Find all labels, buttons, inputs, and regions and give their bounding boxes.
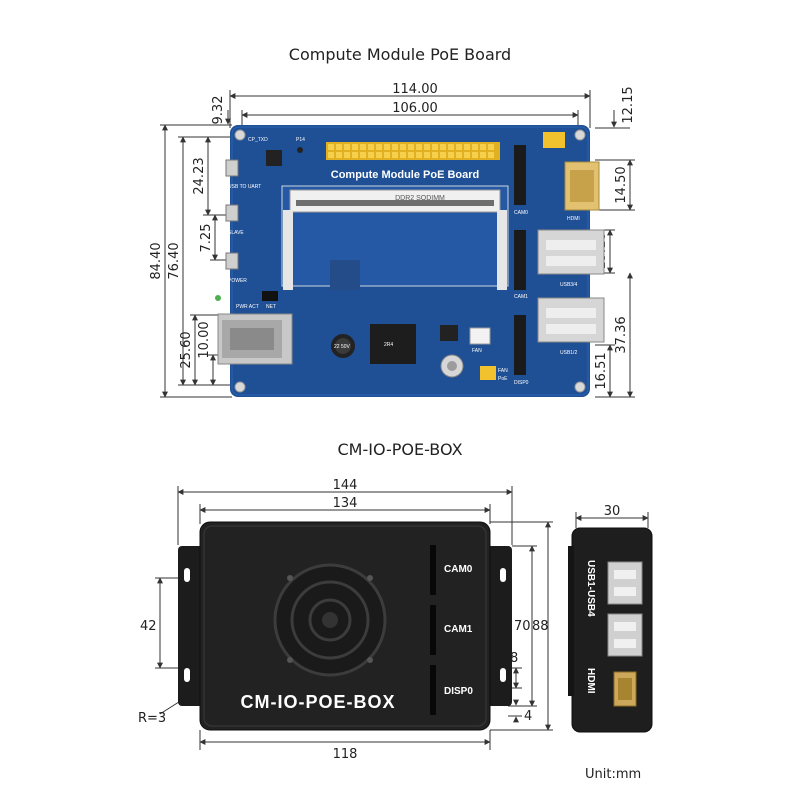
dim-37-36: 37.36	[614, 316, 629, 353]
mount-hole-br	[574, 381, 586, 393]
unit-label: Unit:mm	[585, 767, 641, 782]
box-front	[178, 521, 512, 731]
mount-hole-tl	[234, 129, 246, 141]
mount-hole-bl	[234, 381, 246, 393]
silk-fan: FAN	[472, 348, 482, 354]
dim-8: 8	[510, 651, 518, 666]
board-title: Compute Module PoE Board	[289, 45, 511, 64]
poe-jumper	[480, 366, 496, 380]
cap-2	[440, 354, 464, 378]
ethernet-jack	[217, 313, 293, 365]
box-port-cam1: CAM1	[444, 624, 473, 635]
pcb-board: Compute Module PoE Board CP_TXD P14 DDR2…	[215, 125, 605, 397]
dim-144: 144	[333, 478, 358, 493]
dim-10-00: 10.00	[197, 321, 212, 358]
box-port-cam0: CAM0	[444, 564, 473, 575]
disp0-connector	[514, 315, 526, 375]
silk-net: NET	[266, 304, 276, 310]
flange-slot-br	[500, 668, 506, 682]
power-port	[225, 252, 239, 270]
dim-12-15: 12.15	[621, 86, 636, 123]
silk-cam0: CAM0	[514, 210, 528, 216]
board-dim-lines	[160, 90, 635, 398]
dim-114: 114.00	[392, 82, 438, 97]
silk-cam1: CAM1	[514, 294, 528, 300]
cam1-slot	[430, 605, 436, 655]
hdmi-side-port	[613, 671, 637, 707]
silk-slave: SLAVE	[228, 230, 244, 236]
mount-hole-tr	[574, 129, 586, 141]
inductor-label: 2R4	[384, 342, 393, 348]
gpio-header	[326, 142, 500, 160]
usb34-port	[537, 229, 605, 275]
disp0-slot	[430, 665, 436, 715]
dim-9-32: 9.32	[211, 96, 226, 125]
silk-ddr: DDR2 SODIMM	[395, 195, 445, 202]
dim-134: 134	[333, 496, 358, 511]
pcb-silk-title: Compute Module PoE Board	[331, 169, 480, 181]
pwr-led	[215, 295, 221, 301]
dim-84-40: 84.40	[149, 242, 164, 279]
chip-power	[440, 325, 458, 341]
inductor: 2R4	[370, 324, 416, 364]
silk-usb34: USB3/4	[560, 282, 577, 288]
box-front-label: CM-IO-POE-BOX	[241, 692, 396, 712]
box-side-hdmi-label: HDMI	[585, 668, 596, 694]
silk-disp0: DISP0	[514, 380, 529, 386]
dim-radius: R=3	[138, 711, 166, 726]
dim-16-51: 16.51	[594, 352, 609, 389]
dim-118: 118	[333, 747, 358, 762]
silk-usb12: USB1/2	[560, 350, 577, 356]
cap-1: 22 50V	[331, 334, 355, 358]
usb-stack-lower	[607, 613, 643, 657]
usb-stack-upper	[607, 561, 643, 605]
dim-88: 88	[532, 619, 549, 634]
uart-chip	[266, 150, 282, 166]
top-jumper	[543, 132, 565, 148]
silk-pwr-act: PWR ACT	[236, 304, 259, 310]
dim-24-23: 24.23	[192, 157, 207, 194]
box-port-disp0: DISP0	[444, 686, 473, 697]
box-side	[568, 527, 653, 733]
box-title: CM-IO-POE-BOX	[337, 440, 462, 459]
dim-42: 42	[140, 619, 157, 634]
fan-grille	[273, 563, 387, 677]
silk-hdmi: HDMI	[567, 216, 580, 222]
dim-30: 30	[604, 504, 621, 519]
silk-fan2: FAN	[498, 368, 508, 374]
hdmi-port	[564, 161, 600, 211]
chip-dot	[297, 147, 303, 153]
silk-poe: PoE	[498, 376, 508, 382]
box-dim-lines	[155, 486, 649, 750]
dim-14-50: 14.50	[614, 166, 629, 203]
silk-power: POWER	[228, 278, 247, 284]
box-side-usb-label: USB1-USB4	[585, 560, 596, 617]
dim-76-40: 76.40	[167, 242, 182, 279]
slave-port	[225, 204, 239, 222]
flange-slot-tr	[500, 568, 506, 582]
fan-connector	[469, 327, 491, 345]
usb12-port	[537, 297, 605, 343]
usb-uart-port	[225, 159, 239, 177]
dim-7-25: 7.25	[199, 224, 214, 253]
dim-106: 106.00	[392, 101, 438, 116]
dim-4: 4	[524, 709, 532, 724]
silk-p14: P14	[296, 137, 305, 143]
sodimm-slot: DDR2 SODIMM	[281, 185, 509, 290]
cap-label: 22 50V	[334, 344, 351, 350]
flange-slot-tl	[184, 568, 190, 582]
silk-usb-to-uart: USB TO UART	[228, 184, 261, 190]
cam0-slot	[430, 545, 436, 595]
silk-uart: CP_TXD	[248, 137, 268, 143]
flange-slot-bl	[184, 668, 190, 682]
net-header	[262, 291, 278, 301]
cam0-connector	[514, 145, 526, 205]
dim-70: 70	[514, 619, 531, 634]
dim-25-60: 25.60	[179, 331, 194, 368]
cam1-connector	[514, 230, 526, 290]
